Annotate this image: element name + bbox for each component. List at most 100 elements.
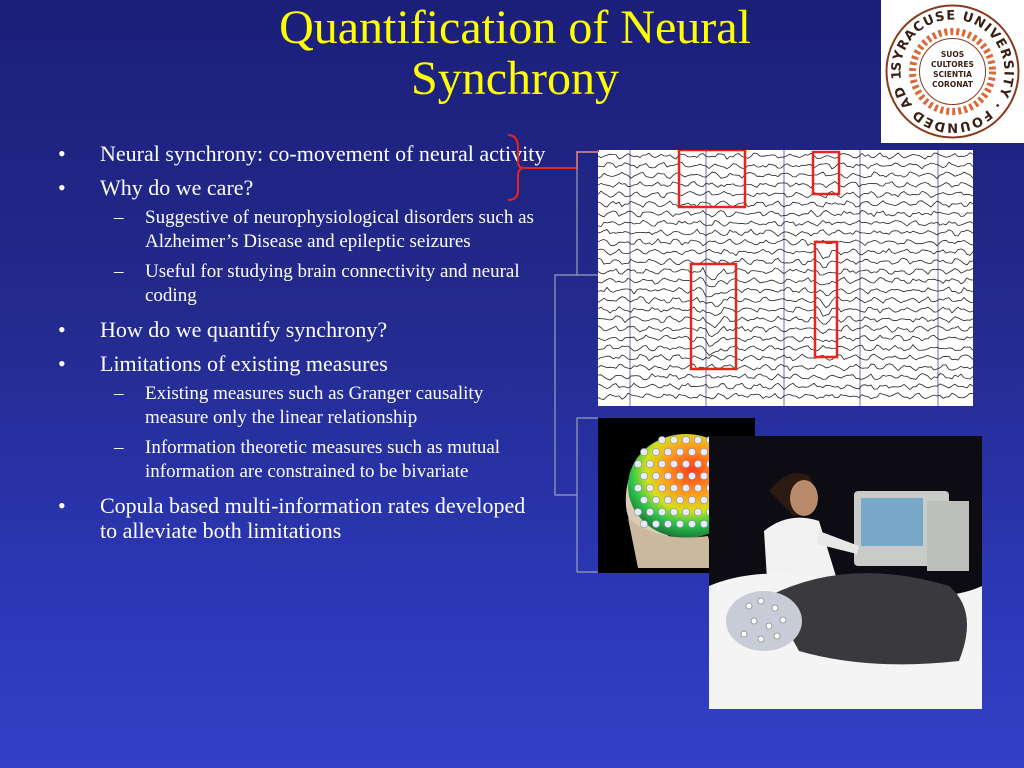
electrode-dot (670, 460, 678, 468)
electrode-dot (664, 520, 672, 528)
electrode-dot (640, 472, 648, 480)
eeg-trace (598, 353, 973, 362)
electrode-dot (700, 520, 708, 528)
electrode-dot (652, 448, 660, 456)
electrode-dot (658, 436, 666, 444)
eeg-trace (598, 161, 973, 170)
eeg-trace (598, 306, 973, 317)
electrode-dot (634, 460, 642, 468)
eeg-trace (598, 296, 973, 309)
electrode-dot (664, 496, 672, 504)
seal-motto-line: SCIENTIA (933, 70, 972, 79)
university-seal-logo: SYRACUSE UNIVERSITY · FOUNDED AD 1870 · … (881, 0, 1024, 143)
electrode-dot (664, 448, 672, 456)
bullet-marker: • (58, 351, 66, 376)
electrode-dot (688, 472, 696, 480)
eeg-trace (598, 209, 973, 218)
eeg-trace (598, 392, 973, 400)
eeg-trace (598, 238, 973, 247)
electrode-dot (700, 448, 708, 456)
bullet-marker: • (58, 493, 66, 518)
electrode-dot (670, 436, 678, 444)
eeg-trace (598, 190, 973, 199)
eeg-trace-svg (598, 150, 973, 406)
electrode-dot (682, 436, 690, 444)
bullet-text: Limitations of existing measures (100, 351, 388, 376)
eeg-trace (598, 324, 973, 338)
electrode-dot (652, 472, 660, 480)
electrode-dot (640, 496, 648, 504)
sub-bullet-marker: – (114, 383, 124, 404)
highlight-box (677, 150, 747, 209)
electrode-dot (694, 484, 702, 492)
electrode-dot (640, 520, 648, 528)
highlight-box (813, 240, 839, 359)
sub-bullet-text: Suggestive of neurophysiological disorde… (145, 207, 534, 252)
gray-bracket-arm (576, 495, 598, 573)
electrode-dot (634, 508, 642, 516)
bullet-marker: • (58, 175, 66, 200)
eeg-trace (598, 382, 973, 391)
sub-bullet-marker: – (114, 207, 124, 228)
electrode-dot (700, 472, 708, 480)
eeg-trace (598, 334, 973, 347)
eeg-trace (598, 373, 973, 381)
bullet-text: Neural synchrony: co-movement of neural … (100, 141, 546, 166)
eeg-trace (598, 228, 973, 237)
sub-bullet-item: – Suggestive of neurophysiological disor… (56, 206, 546, 254)
bullet-text: How do we quantify synchrony? (100, 317, 388, 342)
highlight-box (811, 150, 841, 196)
eeg-trace-image (598, 150, 973, 406)
eeg-trace (598, 363, 973, 372)
seal-motto-line: CULTORES (931, 60, 974, 69)
electrode-dot (634, 484, 642, 492)
bullet-marker: • (58, 141, 66, 166)
gray-bracket (554, 151, 598, 496)
bullet-item: • Neural synchrony: co-movement of neura… (56, 141, 546, 166)
eeg-trace (598, 257, 973, 269)
electrode-dot (682, 508, 690, 516)
electrode-dot (682, 484, 690, 492)
electrode-dot (658, 460, 666, 468)
sub-bullet-item: – Existing measures such as Granger caus… (56, 382, 546, 430)
seal-motto-line: SUOS (941, 50, 964, 59)
electrode-dot (664, 472, 672, 480)
bullet-text: Copula based multi-information rates dev… (100, 493, 526, 543)
electrode-dot (688, 520, 696, 528)
electrode-dot (676, 496, 684, 504)
highlight-box (689, 262, 738, 371)
eeg-trace (598, 266, 973, 281)
eeg-trace (598, 315, 973, 329)
electrode-dot (646, 484, 654, 492)
eeg-trace (598, 247, 973, 260)
electrode-dot (640, 448, 648, 456)
electrode-dot (676, 448, 684, 456)
sub-bullet-item: – Information theoretic measures such as… (56, 436, 546, 484)
bullet-item: • How do we quantify synchrony? (56, 317, 546, 342)
eeg-trace (598, 180, 973, 189)
electrode-dot (676, 520, 684, 528)
bullet-item: • Why do we care? (56, 175, 546, 200)
eeg-trace (598, 286, 973, 298)
sub-bullet-item: – Useful for studying brain connectivity… (56, 260, 546, 308)
electrode-dot (658, 508, 666, 516)
eeg-trace (598, 171, 973, 180)
electrode-dot (652, 520, 660, 528)
sub-bullet-marker: – (114, 261, 124, 282)
electrode-dot (688, 448, 696, 456)
eeg-trace (598, 200, 973, 208)
sub-bullet-marker: – (114, 437, 124, 458)
electrode-dot (694, 460, 702, 468)
electrode-dot (646, 508, 654, 516)
electrode-dot (652, 496, 660, 504)
eeg-clinic-photo (709, 436, 982, 709)
bullet-item: • Copula based multi-information rates d… (56, 493, 546, 543)
electrode-dot (700, 496, 708, 504)
eeg-trace (598, 152, 973, 160)
bullet-item: • Limitations of existing measures (56, 351, 546, 376)
electrode-dot (670, 484, 678, 492)
electrode-dot (646, 460, 654, 468)
electrode-dot (694, 508, 702, 516)
sub-bullet-text: Information theoretic measures such as m… (145, 437, 501, 482)
